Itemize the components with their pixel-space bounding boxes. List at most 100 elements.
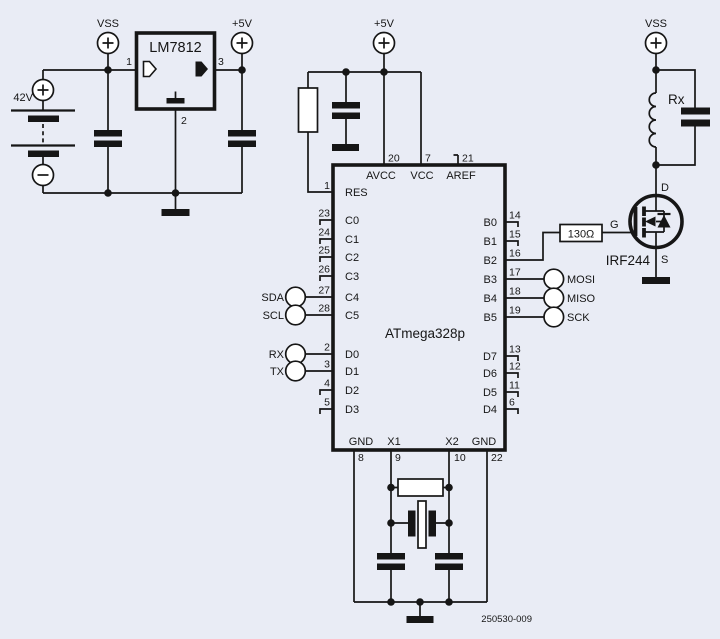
resistor-body — [559, 223, 603, 243]
pin-name-b3: B3 — [484, 274, 497, 286]
signal-label-rx: RX — [269, 349, 285, 361]
input-arrow-icon — [142, 60, 158, 78]
connector-pin-wires — [305, 278, 544, 372]
signal-label-miso: MISO — [567, 293, 596, 305]
reset-pullup-resistor — [297, 87, 319, 133]
pad-scl — [284, 304, 307, 326]
junction-dot — [652, 161, 660, 169]
pin-name-x2: X2 — [445, 436, 458, 448]
pin-number-3: 3 — [324, 359, 330, 371]
label-drain: D — [661, 182, 669, 194]
pin-number-6: 6 — [509, 397, 515, 409]
battery-plate — [28, 150, 59, 157]
pin-number-24: 24 — [318, 227, 330, 239]
output-stage-wires — [505, 53, 696, 277]
plus-icon — [37, 84, 49, 96]
crystal — [408, 500, 436, 549]
pin-name-c5: C5 — [345, 310, 359, 322]
reg-pin-number-3: 3 — [218, 56, 224, 68]
pin-name-b0: B0 — [484, 217, 497, 229]
pin-name-avcc: AVCC — [366, 170, 396, 182]
plus5v-terminal-psu: +5V — [230, 18, 254, 55]
label-mosfet-name: IRF244 — [606, 253, 651, 268]
junction-dot — [445, 598, 453, 606]
psu-wires — [42, 53, 243, 209]
pin-number-16: 16 — [509, 248, 521, 260]
pin-number-20: 20 — [388, 153, 400, 165]
pad-tx — [284, 360, 307, 382]
crystal-oscillator-section — [353, 450, 488, 623]
mosfet-body — [628, 193, 684, 250]
crystal-quartz — [417, 500, 427, 549]
label-vss-load: VSS — [645, 18, 667, 30]
ic-name: ATmega328p — [385, 326, 465, 341]
reg-pin-number-1: 1 — [126, 56, 132, 68]
junction-dot — [445, 519, 453, 527]
regulator-lm7812: LM7812 1 3 2 — [126, 31, 224, 127]
signal-label-scl: SCL — [263, 310, 284, 322]
pin-number-21: 21 — [462, 153, 474, 165]
plus-icon — [378, 37, 390, 49]
decoupling-capacitor — [332, 102, 360, 119]
pin-number-13: 13 — [509, 344, 521, 356]
ground-symbol-oscillator — [406, 616, 434, 623]
junction-dot — [445, 483, 453, 492]
vss-terminal-load: VSS — [644, 18, 668, 55]
junction-dot — [104, 189, 112, 197]
pin-name-b5: B5 — [484, 312, 497, 324]
capacitor-plate — [228, 130, 256, 137]
pin-name-d5: D5 — [483, 387, 497, 399]
output-arrow-icon — [195, 61, 208, 77]
coil-icon — [648, 92, 657, 148]
pin-number-27: 27 — [318, 285, 330, 297]
label-source: S — [661, 254, 668, 266]
pin-number-18: 18 — [509, 286, 521, 298]
pin-name-c1: C1 — [345, 234, 359, 246]
pin-number-25: 25 — [318, 245, 330, 257]
pin-name-c3: C3 — [345, 271, 359, 283]
junction-dot — [387, 598, 395, 606]
junction-dot — [416, 598, 424, 606]
capacitor-plate — [228, 140, 256, 147]
pin-number-4: 4 — [324, 378, 330, 390]
label-vss-psu: VSS — [97, 18, 119, 30]
pad-sda — [284, 286, 307, 308]
gate-resistor-130: 130Ω — [559, 223, 603, 243]
pad-sck — [543, 306, 565, 328]
capacitor-plate — [435, 553, 463, 560]
pin-number-17: 17 — [509, 267, 521, 279]
capacitor-plate — [681, 119, 710, 127]
inductor-rx: Rx — [648, 92, 685, 148]
capacitor-plate — [681, 107, 710, 115]
pin-name-d7: D7 — [483, 351, 497, 363]
nc-pin-stubs — [319, 219, 519, 414]
pin-name-x1: X1 — [387, 436, 400, 448]
pad-miso — [543, 287, 565, 309]
pin-number-12: 12 — [509, 361, 521, 373]
pin-name-d2: D2 — [345, 385, 359, 397]
pin-name-c0: C0 — [345, 215, 359, 227]
snubber-capacitor — [681, 107, 710, 127]
crystal-electrode — [428, 510, 436, 537]
junction-dot — [238, 66, 246, 74]
pin-name-b2: B2 — [484, 255, 497, 267]
ground-symbol-psu — [161, 209, 190, 216]
label-inductor-rx: Rx — [668, 92, 685, 107]
label-plus5v-psu: +5V — [232, 18, 253, 30]
pin-number-1: 1 — [324, 180, 330, 192]
mosfet-arrow-icon — [645, 216, 656, 227]
capacitor-plate — [332, 102, 360, 109]
pin-number-5: 5 — [324, 397, 330, 409]
pin-name-res: RES — [345, 187, 368, 199]
figure-number: 250530-009 — [481, 614, 532, 625]
pin-name-d6: D6 — [483, 368, 497, 380]
junction-dots — [104, 66, 660, 606]
pin-number-11: 11 — [509, 380, 520, 392]
input-filter-capacitor — [94, 130, 122, 147]
capacitor-plate — [377, 563, 405, 570]
pin-number-15: 15 — [509, 229, 521, 241]
pin-name-b1: B1 — [484, 236, 497, 248]
label-gate: G — [610, 219, 619, 231]
